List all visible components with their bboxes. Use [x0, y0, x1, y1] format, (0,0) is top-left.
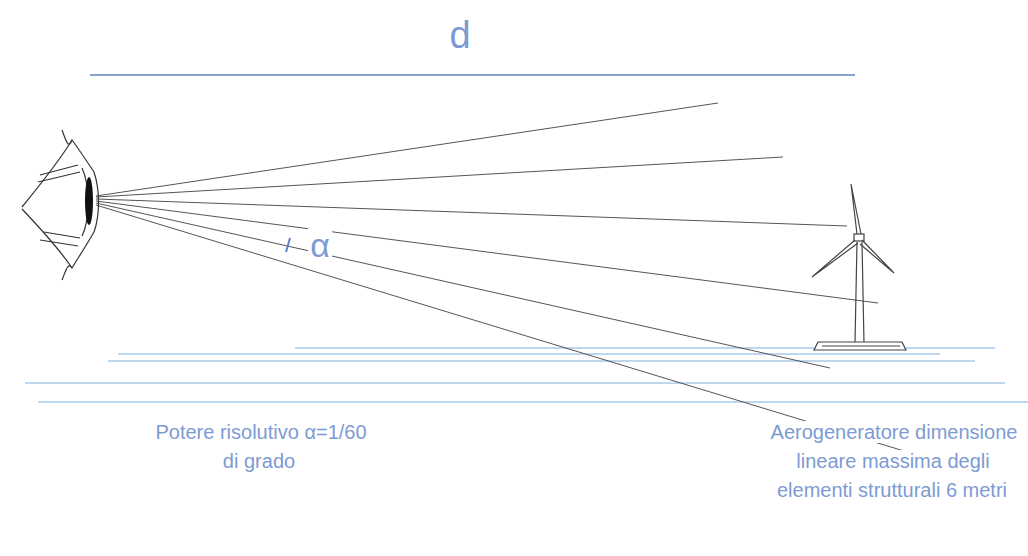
- wind-turbine: [812, 184, 906, 350]
- distance-line: [90, 74, 855, 76]
- label-text: α: [308, 226, 332, 264]
- distance-label: d: [440, 16, 480, 54]
- label-text: Potere risolutivo α=1/60 di grado: [153, 421, 366, 472]
- label-text: Aerogeneratore dimensione lineare massim…: [769, 421, 1018, 501]
- label-text: d: [447, 14, 472, 56]
- sight-rays: [96, 103, 950, 465]
- sea-lines: [25, 348, 1028, 402]
- angle-label: α: [300, 228, 340, 262]
- turbine-note: Aerogeneratore dimensione lineare massim…: [762, 418, 1024, 505]
- angle-tick: [286, 238, 290, 252]
- resolution-note: Potere risolutivo α=1/60 di grado: [150, 418, 370, 476]
- eye: [22, 130, 99, 280]
